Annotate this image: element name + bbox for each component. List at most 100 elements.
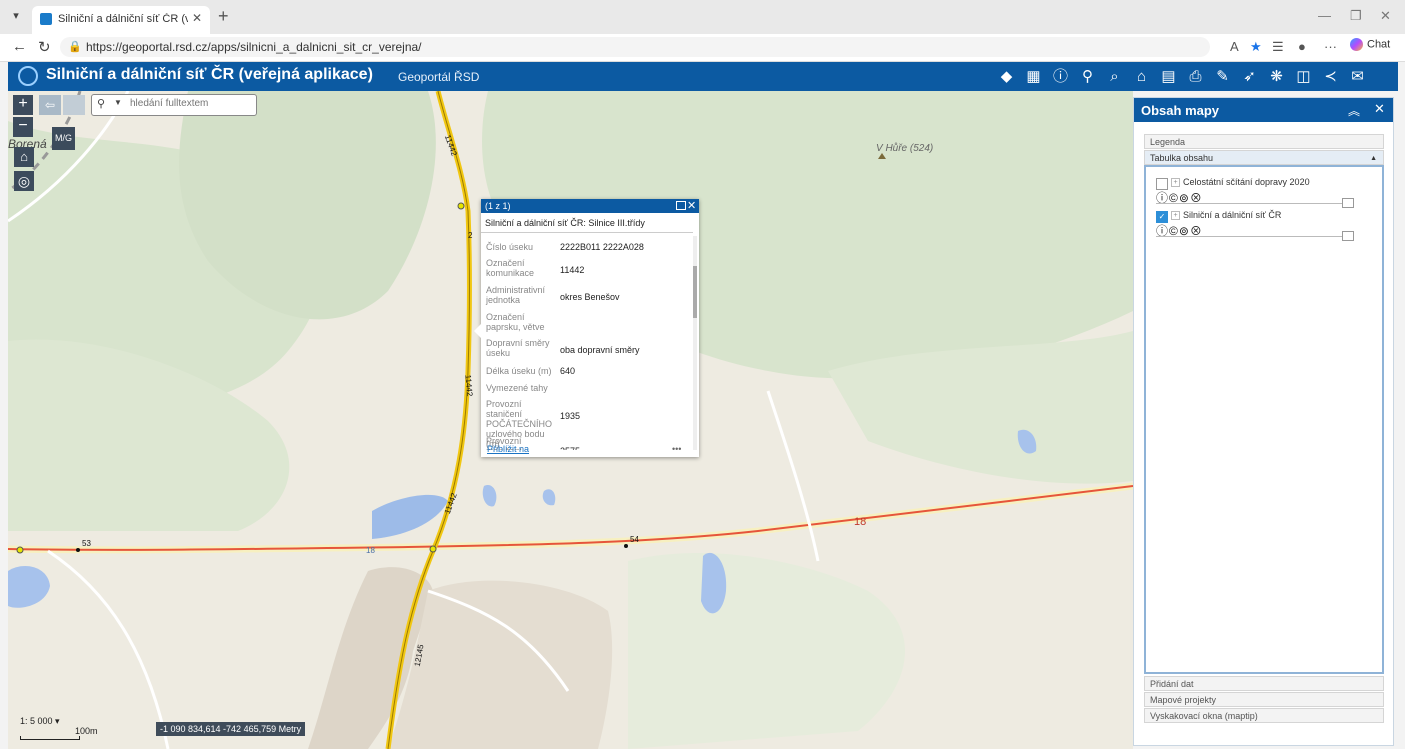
tab-add-data[interactable]: Přidání dat [1144,676,1384,691]
attribute-value: 640 [560,366,576,376]
new-tab-button[interactable]: + [218,6,229,26]
url-text: https://geoportal.rsd.cz/apps/silnicni_a… [86,40,422,54]
previous-extent-button[interactable]: ⇦ [39,95,61,115]
pond [1017,429,1037,454]
attribute-key: Provozní staničení KONCOVÉHO [486,436,522,450]
slider-handle[interactable] [1342,198,1354,208]
attribute-key: Označení komunikace [486,258,535,278]
document-icon[interactable]: ▤ [1161,68,1176,85]
url-field[interactable]: 🔒 https://geoportal.rsd.cz/apps/silnicni… [60,37,1210,57]
layer-checkbox[interactable]: ✓ [1156,211,1168,223]
panel-header: Obsah mapy ︽ ✕ [1134,98,1393,122]
browser-tab[interactable]: Silniční a dálniční síť ČR (veřejná a ✕ [32,6,210,34]
tab-maptip[interactable]: Vyskakovací okna (maptip) [1144,708,1384,723]
mg-toggle-button[interactable]: M/G [52,127,75,150]
zoom-to-link[interactable]: Přiblížit na [487,444,530,454]
node-point [429,545,437,553]
km-marker [624,544,628,548]
expand-icon[interactable]: + [1171,211,1180,220]
copilot-chat-button[interactable]: Chat [1350,38,1390,51]
opacity-slider[interactable] [1156,231,1354,241]
layers-icon[interactable]: ◆ [1000,68,1013,85]
layer-tools-icons[interactable]: ⓘ©⊚⊗ [1156,191,1203,205]
favorites-list-icon[interactable]: ☰ [1272,39,1284,54]
coordinate-readout: -1 090 834,614 -742 465,759 Metry [156,722,306,736]
layer-tools-icons[interactable]: ⓘ©⊚⊗ [1156,224,1203,238]
profile-icon[interactable]: ● [1298,39,1306,54]
restore-icon[interactable]: ❐ [1350,8,1362,23]
favorite-star-icon[interactable]: ★ [1250,39,1262,54]
copilot-icon [1350,38,1363,51]
chevron-down-icon: ▾ [55,716,60,726]
locate-icon[interactable]: ◎ [14,171,34,191]
place-label: V Hůře (524) [876,143,934,154]
tab-legend[interactable]: Legenda [1144,134,1384,149]
reload-icon[interactable]: ↻ [38,39,51,56]
scale-select[interactable]: 1: 5 000 ▾ [20,716,68,730]
home-icon[interactable]: ⌂ [1136,68,1147,85]
popup-header: (1 z 1) ✕ [481,199,699,213]
popup-scrollbar[interactable] [693,236,697,450]
basemap-grid-icon[interactable]: ▦ [1026,68,1041,85]
zoom-out-button[interactable]: − [13,117,33,137]
km-marker [76,548,80,552]
scrollbar-thumb[interactable] [693,266,697,318]
layer-name: Silniční a dálniční síť ČR [1183,210,1282,220]
share-icon[interactable]: ≺ [1324,68,1337,85]
attribute-key: Administrativní jednotka [486,285,546,305]
tab-title: Silniční a dálniční síť ČR (veřejná a [58,13,188,25]
map-content-panel: Obsah mapy ︽ ✕ Legenda Tabulka obsahu▲ +… [1133,97,1394,746]
window-close-icon[interactable]: ✕ [1380,8,1391,23]
chat-label: Chat [1367,38,1391,51]
back-arrow-icon[interactable]: ← [12,38,27,55]
map-view[interactable]: Borená V Hůře (524) 11442 11442 11442 12… [8,91,1133,749]
layer-name: Celostátní sčítání dopravy 2020 [1183,177,1310,187]
layer-checkbox[interactable] [1156,178,1168,190]
local-road [427,589,570,692]
popup-counter: (1 z 1) [485,201,511,211]
tab-table-of-contents[interactable]: Tabulka obsahu▲ [1144,150,1384,165]
next-extent-button[interactable] [63,95,85,115]
road-18 [8,485,1133,551]
comment-icon[interactable]: ✉ [1351,68,1364,85]
close-icon[interactable]: ✕ [1374,101,1385,116]
zoom-in-button[interactable]: + [13,95,33,115]
print-icon[interactable]: ⎙ [1189,68,1202,85]
identify-icon[interactable]: ⚲ [1082,68,1093,85]
app-logo-icon [18,66,38,86]
split-view-icon[interactable]: ◫ [1296,68,1311,85]
lock-icon: 🔒 [68,41,82,53]
tab-list-icon[interactable]: ▾ [13,10,19,22]
draw-icon[interactable]: ✎ [1216,68,1229,85]
search-map-icon[interactable]: ⌕ [1110,68,1119,85]
tab-map-projects[interactable]: Mapové projekty [1144,692,1384,707]
scale-bar-label: 100m [75,726,98,736]
tab-label: Tabulka obsahu [1150,153,1214,163]
info-icon[interactable]: ⓘ [1052,68,1068,85]
expand-icon[interactable]: + [1171,178,1180,187]
app-title: Silniční a dálniční síť ČR (veřejná apli… [46,66,373,83]
attribute-value: 2575 [560,446,580,450]
forest-area [179,91,436,320]
attribute-value: 1935 [560,411,581,421]
layer-item: + Celostátní sčítání dopravy 2020 ⓘ©⊚⊗ [1156,177,1381,217]
pond [372,494,448,539]
table-of-contents: + Celostátní sčítání dopravy 2020 ⓘ©⊚⊗ ✓… [1144,165,1384,674]
tab-close-icon[interactable]: ✕ [192,11,203,25]
field-area [628,552,906,749]
search-input[interactable] [128,97,252,110]
slider-handle[interactable] [1342,231,1354,241]
measure-icon[interactable]: ➶ [1243,68,1256,85]
filter-icon[interactable]: ❋ [1270,68,1283,85]
read-aloud-icon[interactable]: A [1230,39,1239,54]
chevron-down-icon[interactable]: ▼ [114,98,122,107]
feature-popup: (1 z 1) ✕ Silniční a dálniční síť ČR: Si… [474,199,699,457]
minimize-icon[interactable]: — [1318,8,1331,23]
close-icon[interactable]: ✕ [687,200,697,212]
more-menu-icon[interactable]: ··· [1324,39,1337,54]
more-options-icon[interactable]: ••• [672,444,682,454]
home-extent-button[interactable]: ⌂ [14,147,34,167]
collapse-icon[interactable]: ︽ [1348,104,1361,118]
opacity-slider[interactable] [1156,198,1354,208]
maximize-icon[interactable] [676,201,686,210]
